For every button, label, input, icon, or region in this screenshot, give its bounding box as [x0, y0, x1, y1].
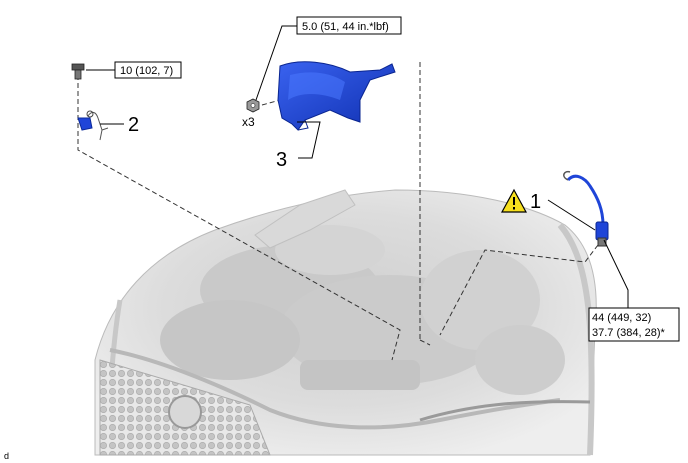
bolt-part — [71, 63, 85, 80]
corner-mark: d — [4, 451, 9, 461]
engine-compartment — [94, 189, 597, 456]
torque-sensor-line2: 37.7 (384, 28)* — [592, 327, 665, 339]
callout-3: 3 — [276, 149, 287, 171]
nut-quantity: x3 — [242, 115, 255, 129]
torque-nut-text: 5.0 (51, 44 in.*lbf) — [302, 21, 389, 33]
callout-1: 1 — [530, 191, 541, 213]
torque-box-bolt: 10 (102, 7) — [114, 61, 182, 79]
sensor-part-1 — [563, 170, 609, 247]
warning-triangle-icon — [500, 188, 528, 213]
torque-bolt-text: 10 (102, 7) — [120, 65, 173, 77]
cover-part-3 — [277, 61, 396, 131]
torque-box-nut: 5.0 (51, 44 in.*lbf) — [296, 16, 402, 35]
callout-2: 2 — [128, 114, 139, 136]
torque-box-sensor: 44 (449, 32) 37.7 (384, 28)* — [588, 307, 680, 342]
nut-part — [246, 98, 260, 113]
torque-sensor-line1: 44 (449, 32) — [592, 312, 651, 324]
bracket-part-2 — [77, 110, 109, 141]
